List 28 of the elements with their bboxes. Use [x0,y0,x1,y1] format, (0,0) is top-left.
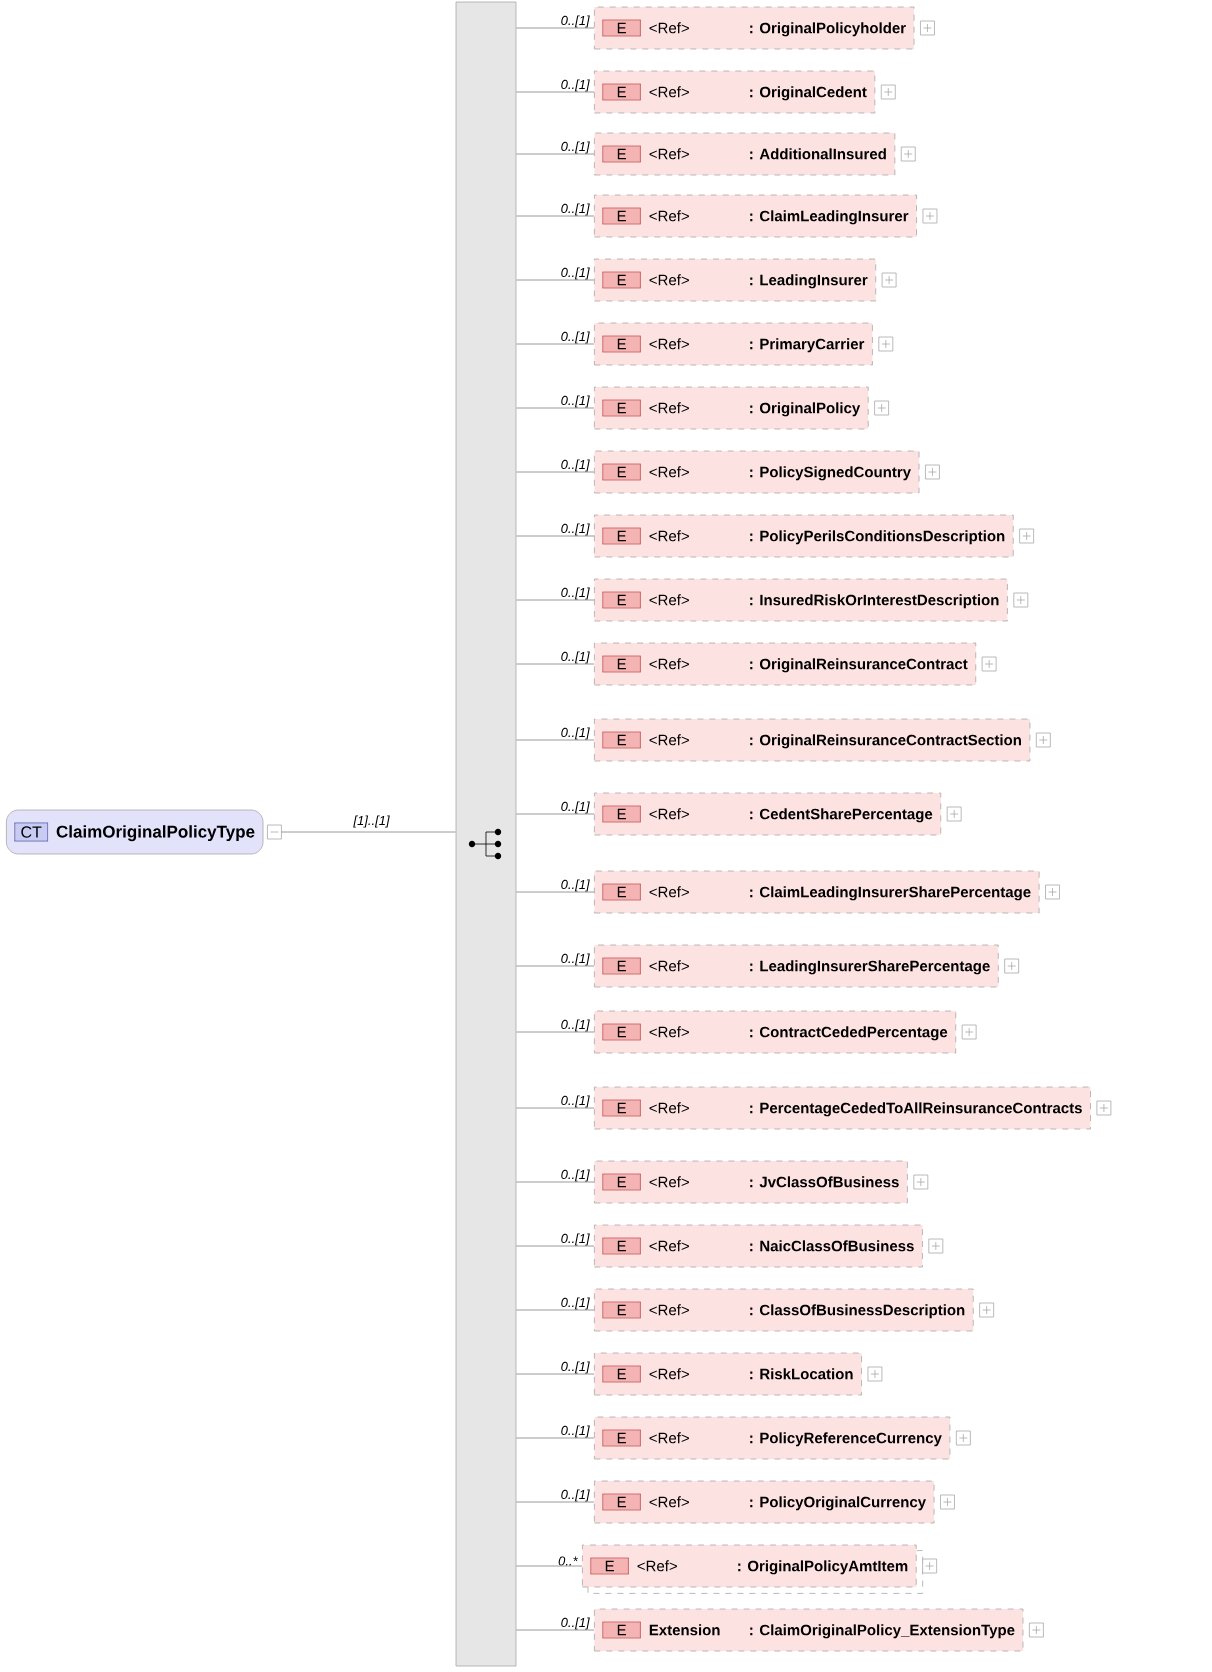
connector [516,965,595,967]
connector [516,1373,595,1375]
connector [516,91,595,93]
connector [516,739,595,741]
connector [516,279,595,281]
connector [516,1629,595,1631]
connector [516,343,595,345]
connector [516,535,595,537]
connector [516,1437,595,1439]
connector [516,215,595,217]
connector [516,1245,595,1247]
connector [516,1181,595,1183]
connector [516,1107,595,1109]
sequence-bar [455,1,517,1667]
connector [516,471,595,473]
type-box: CT ClaimOriginalPolicyType [6,809,264,855]
connector [516,891,595,893]
connector [516,153,595,155]
connector [516,663,595,665]
connector [516,407,595,409]
connector [281,831,456,833]
connector [516,1031,595,1033]
connector [516,27,595,29]
connector [516,599,595,601]
connector [516,1309,595,1311]
connector [516,1565,583,1567]
connector [516,1501,595,1503]
connector [516,813,595,815]
